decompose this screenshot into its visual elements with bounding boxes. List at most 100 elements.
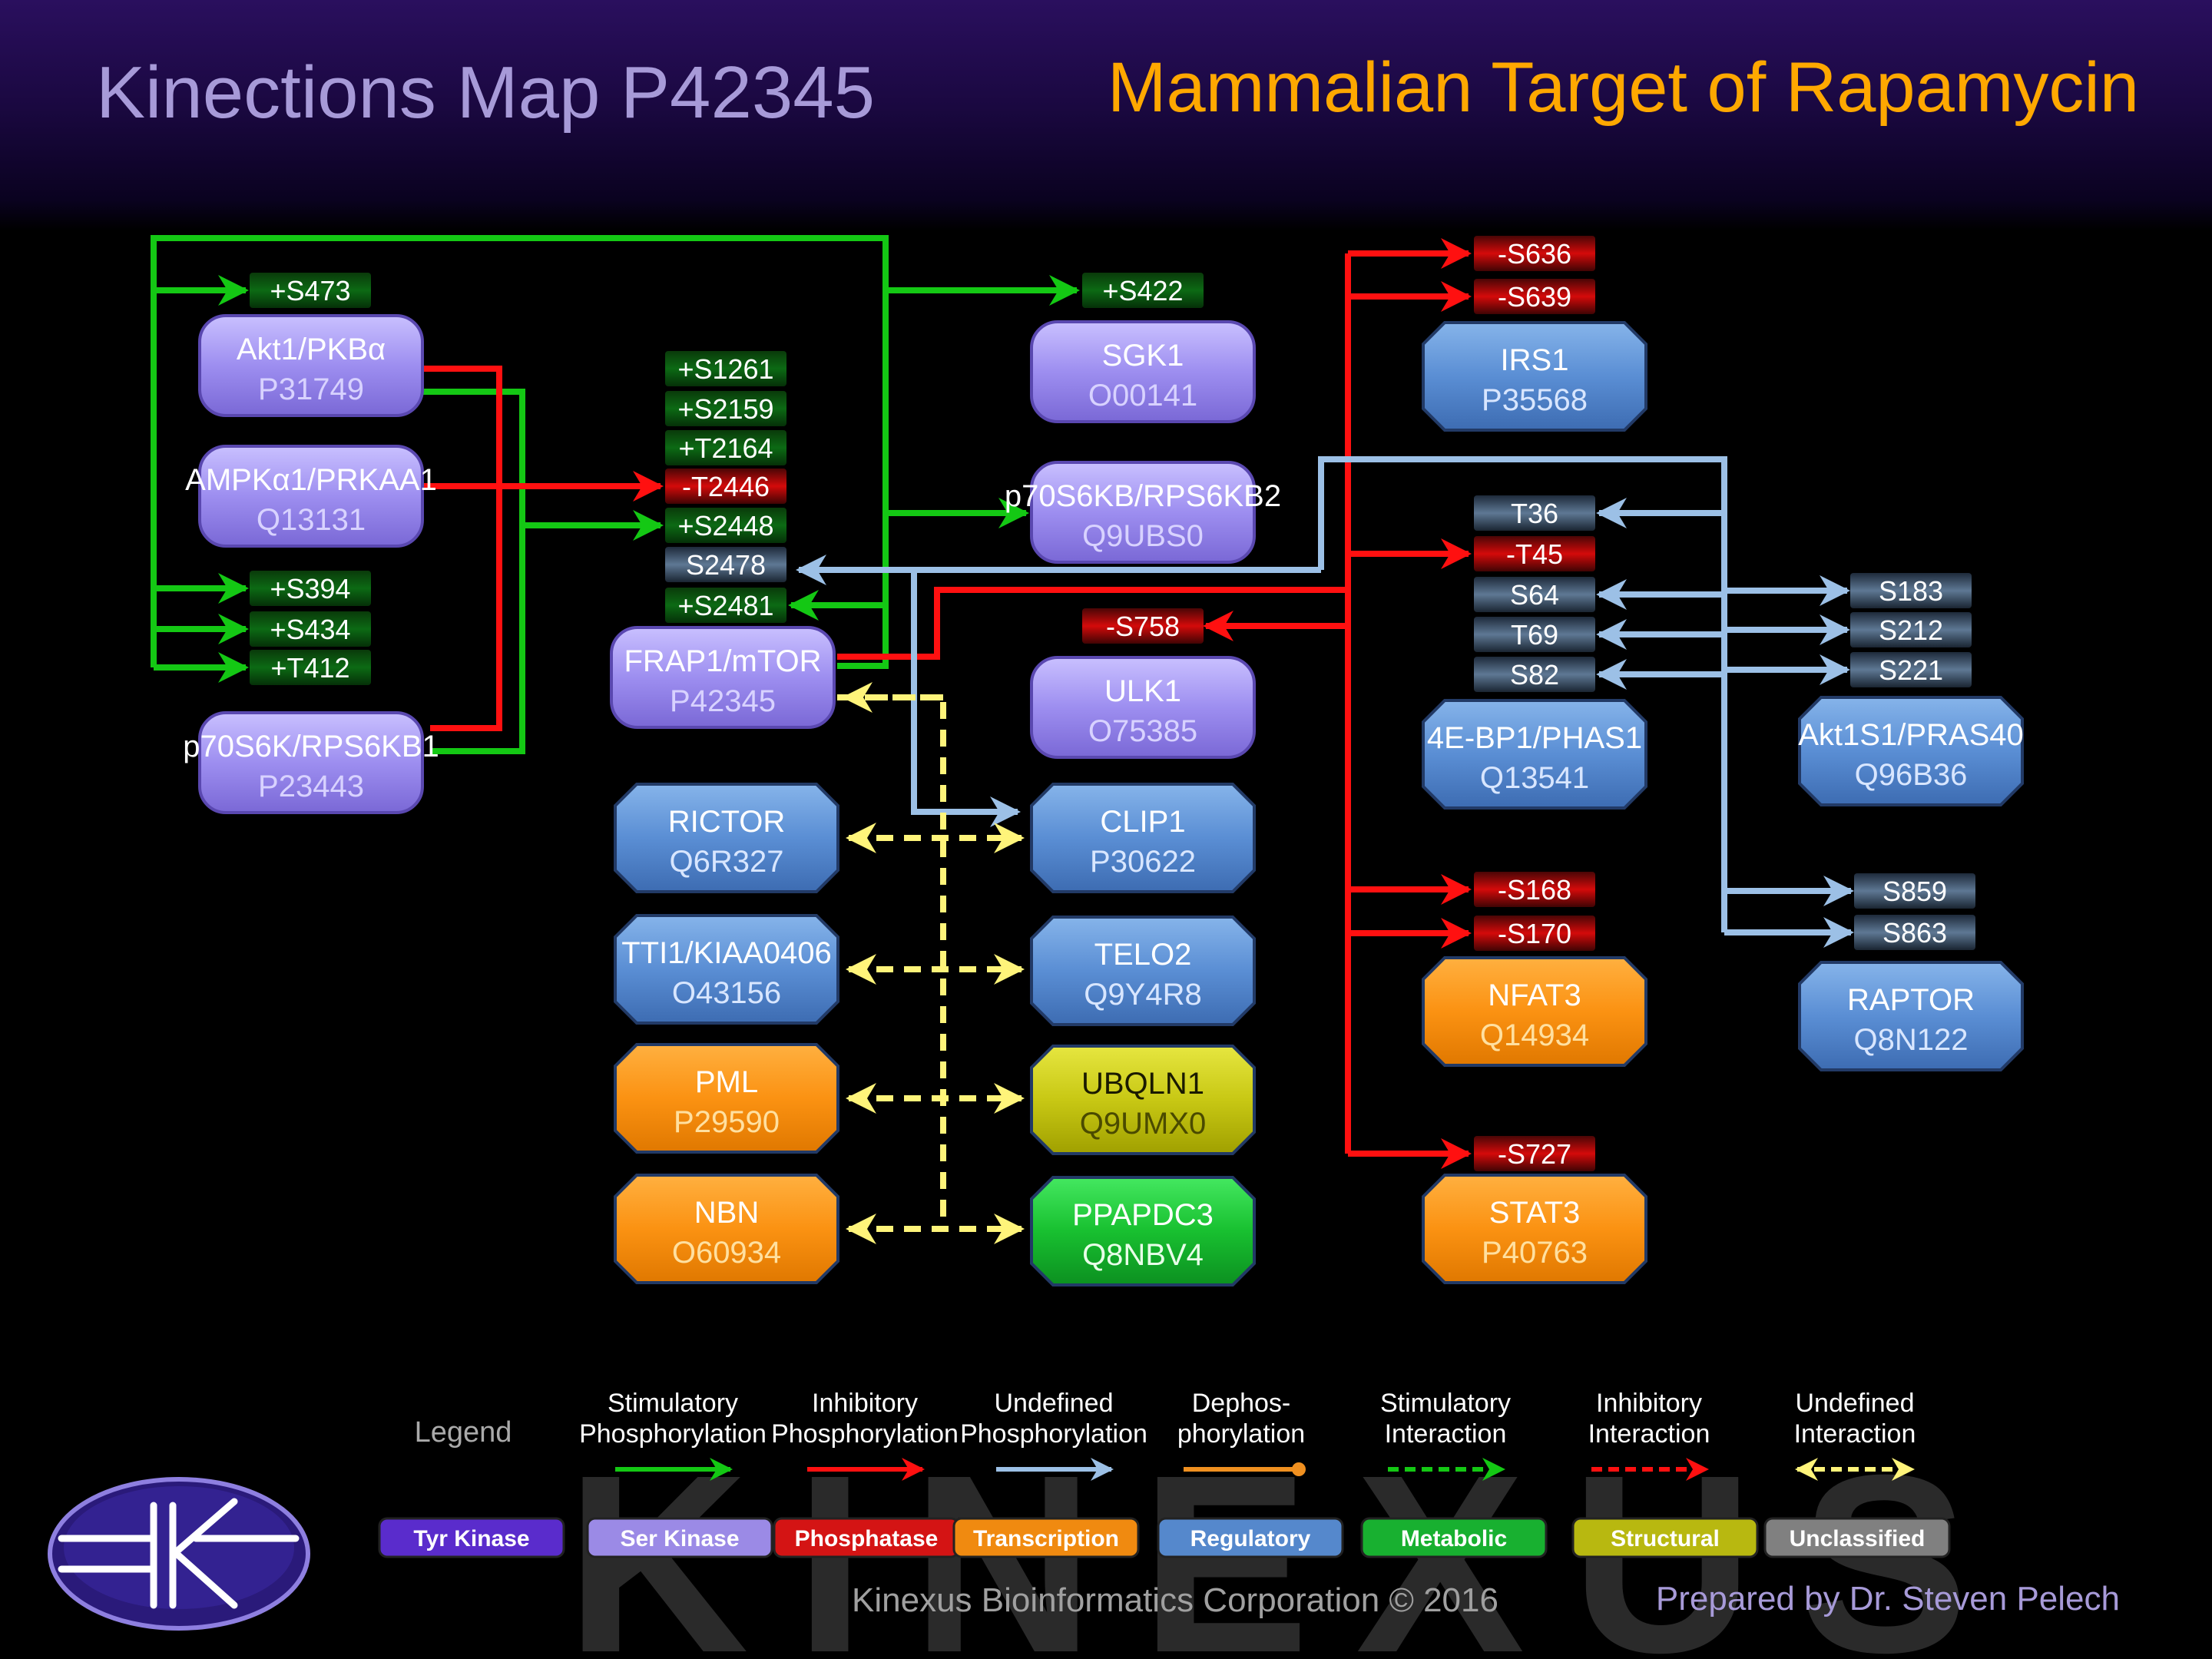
phosphosite-label: S82 (1510, 659, 1559, 690)
phosphosite-label: -S168 (1498, 874, 1571, 906)
protein-name: Akt1S1/PRAS40 (1798, 718, 2024, 752)
protein-accession: Q9UMX0 (1080, 1107, 1207, 1141)
legend-category-phosphatase: Phosphatase (773, 1517, 960, 1558)
phosphosite-ra_s859[interactable]: S859 (1854, 873, 1975, 909)
phosphosite-mtor_t2446[interactable]: -T2446 (665, 469, 786, 504)
phosphosite-pr_s183[interactable]: S183 (1850, 573, 1972, 608)
legend-title: Legend (415, 1416, 512, 1449)
protein-accession: Q13131 (257, 503, 366, 537)
protein-accession: Q96B36 (1855, 758, 1968, 792)
phosphosite-nf_s170[interactable]: -S170 (1474, 916, 1595, 951)
phosphosite-mtor_t2164[interactable]: +T2164 (665, 430, 786, 465)
protein-accession: P23443 (258, 770, 364, 803)
phosphosite-eb_s64[interactable]: S64 (1474, 577, 1595, 612)
protein-name: p70S6KB/RPS6KB2 (1005, 479, 1281, 513)
protein-name: PML (695, 1065, 758, 1099)
phosphosite-sgk_s422[interactable]: +S422 (1082, 273, 1204, 308)
phosphosite-eb_s82[interactable]: S82 (1474, 657, 1595, 692)
protein-name: p70S6K/RPS6KB1 (183, 730, 439, 763)
legend-category-ser-kinase: Ser Kinase (586, 1517, 773, 1558)
protein-name: IRS1 (1501, 343, 1569, 377)
phosphosite-eb_t69[interactable]: T69 (1474, 617, 1595, 652)
copyright: Kinexus Bioinformatics Corporation © 201… (852, 1581, 1498, 1619)
protein-accession: Q14934 (1480, 1018, 1589, 1052)
phosphosite-nf_s168[interactable]: -S168 (1474, 872, 1595, 907)
protein-name: NBN (694, 1196, 759, 1230)
phosphosite-label: S859 (1883, 876, 1947, 907)
protein-accession: P42345 (670, 684, 776, 718)
phosphosite-label: +S422 (1102, 275, 1183, 306)
phosphosite-p70_t412[interactable]: +T412 (250, 650, 371, 685)
phosphosite-mtor_s2159[interactable]: +S2159 (665, 391, 786, 426)
phosphosite-pr_s221[interactable]: S221 (1850, 652, 1972, 687)
phosphosite-irs_s639[interactable]: -S639 (1474, 279, 1595, 314)
phosphosite-mtor_s2481[interactable]: +S2481 (665, 588, 786, 623)
author-credit: Prepared by Dr. Steven Pelech (1656, 1580, 2120, 1618)
protein-accession: P30622 (1090, 845, 1196, 879)
legend-category-label: Structural (1611, 1526, 1720, 1551)
phosphosite-st_s727[interactable]: -S727 (1474, 1136, 1595, 1171)
phosphosite-p70_s394[interactable]: +S394 (250, 571, 371, 606)
phosphosite-akt_s473[interactable]: +S473 (250, 273, 371, 308)
phosphosite-ra_s863[interactable]: S863 (1854, 915, 1975, 950)
legend: Legend StimulatoryPhosphorylationInhibit… (378, 1389, 1951, 1558)
edge-inhib-trunk (422, 366, 502, 731)
phosphosite-label: S221 (1879, 654, 1943, 686)
phosphosite-irs_s636[interactable]: -S636 (1474, 236, 1595, 271)
phosphosite-label: -T2446 (682, 471, 770, 502)
protein-name: TELO2 (1094, 938, 1192, 972)
phosphosite-p70_s434[interactable]: +S434 (250, 611, 371, 647)
phosphosite-mtor_s2448[interactable]: +S2448 (665, 508, 786, 543)
protein-accession: Q8NBV4 (1082, 1238, 1204, 1272)
legend-category-label: Transcription (973, 1526, 1119, 1551)
phosphosite-label: T69 (1511, 619, 1558, 651)
legend-category-label: Unclassified (1790, 1526, 1926, 1551)
legend-category-label: Metabolic (1401, 1526, 1507, 1551)
phosphosite-label: S2478 (686, 549, 766, 581)
legend-label-line1: Inhibitory (1596, 1389, 1702, 1418)
protein-name: CLIP1 (1100, 805, 1185, 839)
legend-label-line2: Phosphorylation (579, 1419, 767, 1449)
phosphosite-ulk_s758[interactable]: -S758 (1082, 608, 1204, 644)
edge-undef-trunk (1318, 456, 1727, 932)
kinexus-logo (48, 1477, 310, 1631)
phosphosite-eb_t45[interactable]: -T45 (1474, 536, 1595, 571)
phosphosite-pr_s212[interactable]: S212 (1850, 612, 1972, 647)
protein-accession: Q13541 (1480, 761, 1589, 795)
legend-category-label: Regulatory (1190, 1526, 1311, 1551)
legend-category-regulatory: Regulatory (1157, 1517, 1344, 1558)
legend-category-label: Tyr Kinase (413, 1526, 529, 1551)
phosphosite-mtor_s2478[interactable]: S2478 (665, 547, 786, 582)
phosphosite-mtor_s1261[interactable]: +S1261 (665, 351, 786, 386)
phosphosite-eb_t36[interactable]: T36 (1474, 495, 1595, 531)
protein-name: NFAT3 (1488, 979, 1581, 1012)
phosphosite-label: T36 (1511, 498, 1558, 529)
